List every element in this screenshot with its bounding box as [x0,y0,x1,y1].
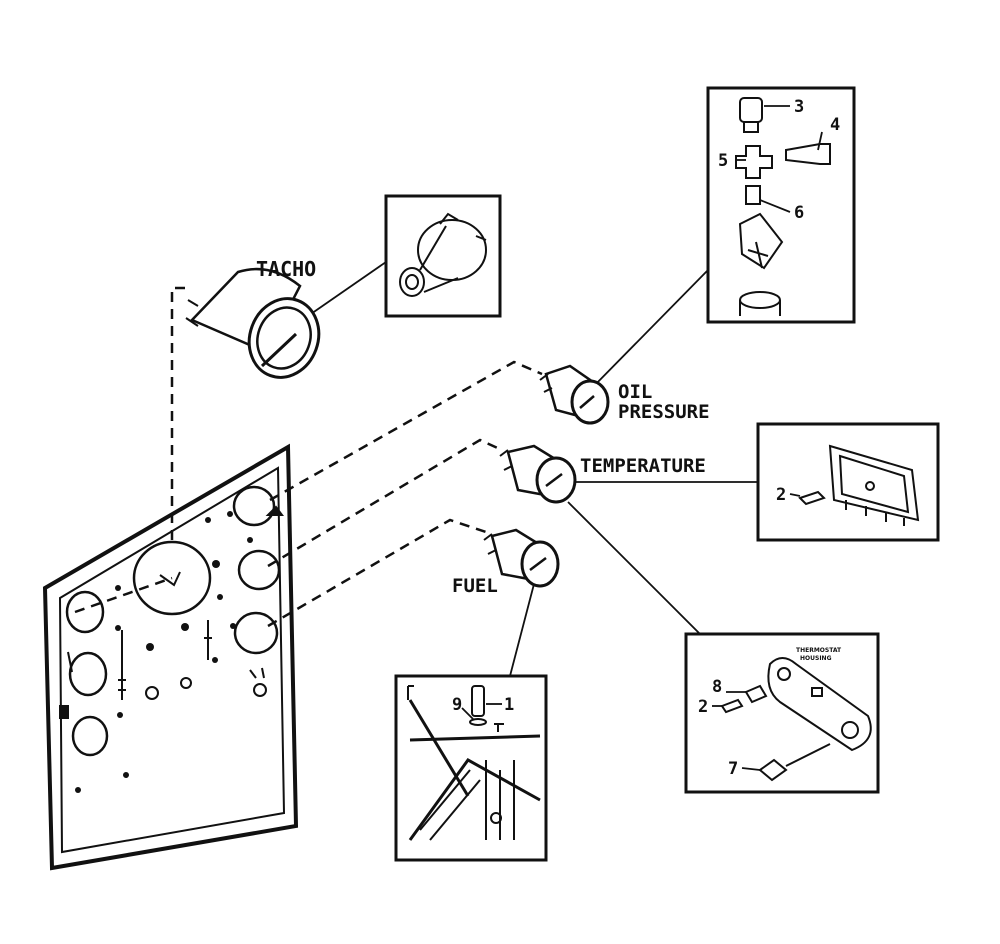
callout-5: 5 [718,151,728,171]
temperature-gauge [499,444,577,504]
temperature-label: TEMPERATURE [580,455,706,477]
thermostat-housing-box: THERMOSTAT HOUSING 8 2 7 [684,632,880,794]
callout-3: 3 [794,97,804,117]
oil-label-line2: PRESSURE [618,401,710,423]
oil-label-line1: OIL [618,381,652,403]
panel-temp-gauge [237,549,281,591]
callout-4: 4 [830,115,840,135]
fuel-tank-icon [407,685,541,841]
tacho-label: TACHO [256,257,316,281]
oil-pressure-gauge [539,364,610,425]
thermostat-label-line1: THERMOSTAT [796,647,842,654]
thermostat-housing-icon [720,657,872,782]
tacho-gauge [185,267,321,379]
engine-block-icon [798,444,920,526]
panel-gauge-left-1 [65,590,105,634]
temp-switch-icon [758,758,788,782]
engine-block-box: 2 [756,422,940,542]
solid-wiring [307,261,758,677]
panel-gauge-left-2 [68,651,108,697]
instrument-panel [42,443,299,871]
panel-oil-gauge [232,485,276,527]
panel-fuel-gauge [233,611,279,655]
callout-9: 9 [452,695,462,715]
callout-2-housing: 2 [698,697,708,717]
fuel-label: FUEL [452,575,498,597]
dashed-wiring [74,286,543,628]
oil-sender-icon [739,97,763,123]
alternator-box [384,194,502,318]
callout-1: 1 [504,695,514,715]
alternator-icon [399,212,487,297]
panel-gauge-left-3 [71,715,109,757]
tee-piece-icon [735,145,773,179]
callout-8: 8 [712,677,722,697]
washer-icon [744,684,768,704]
thermostat-label-line2: HOUSING [800,655,832,662]
callout-7: 7 [728,759,738,779]
callout-2-engine: 2 [776,485,786,505]
callout-6: 6 [794,203,804,223]
fuel-tank-box: 9 1 [394,674,548,862]
fuel-sender-icon [471,685,485,717]
oil-sender-box [706,86,856,324]
fuel-gauge [483,528,560,588]
panel-tacho-dial [132,540,212,616]
adaptor-icon [745,185,761,205]
